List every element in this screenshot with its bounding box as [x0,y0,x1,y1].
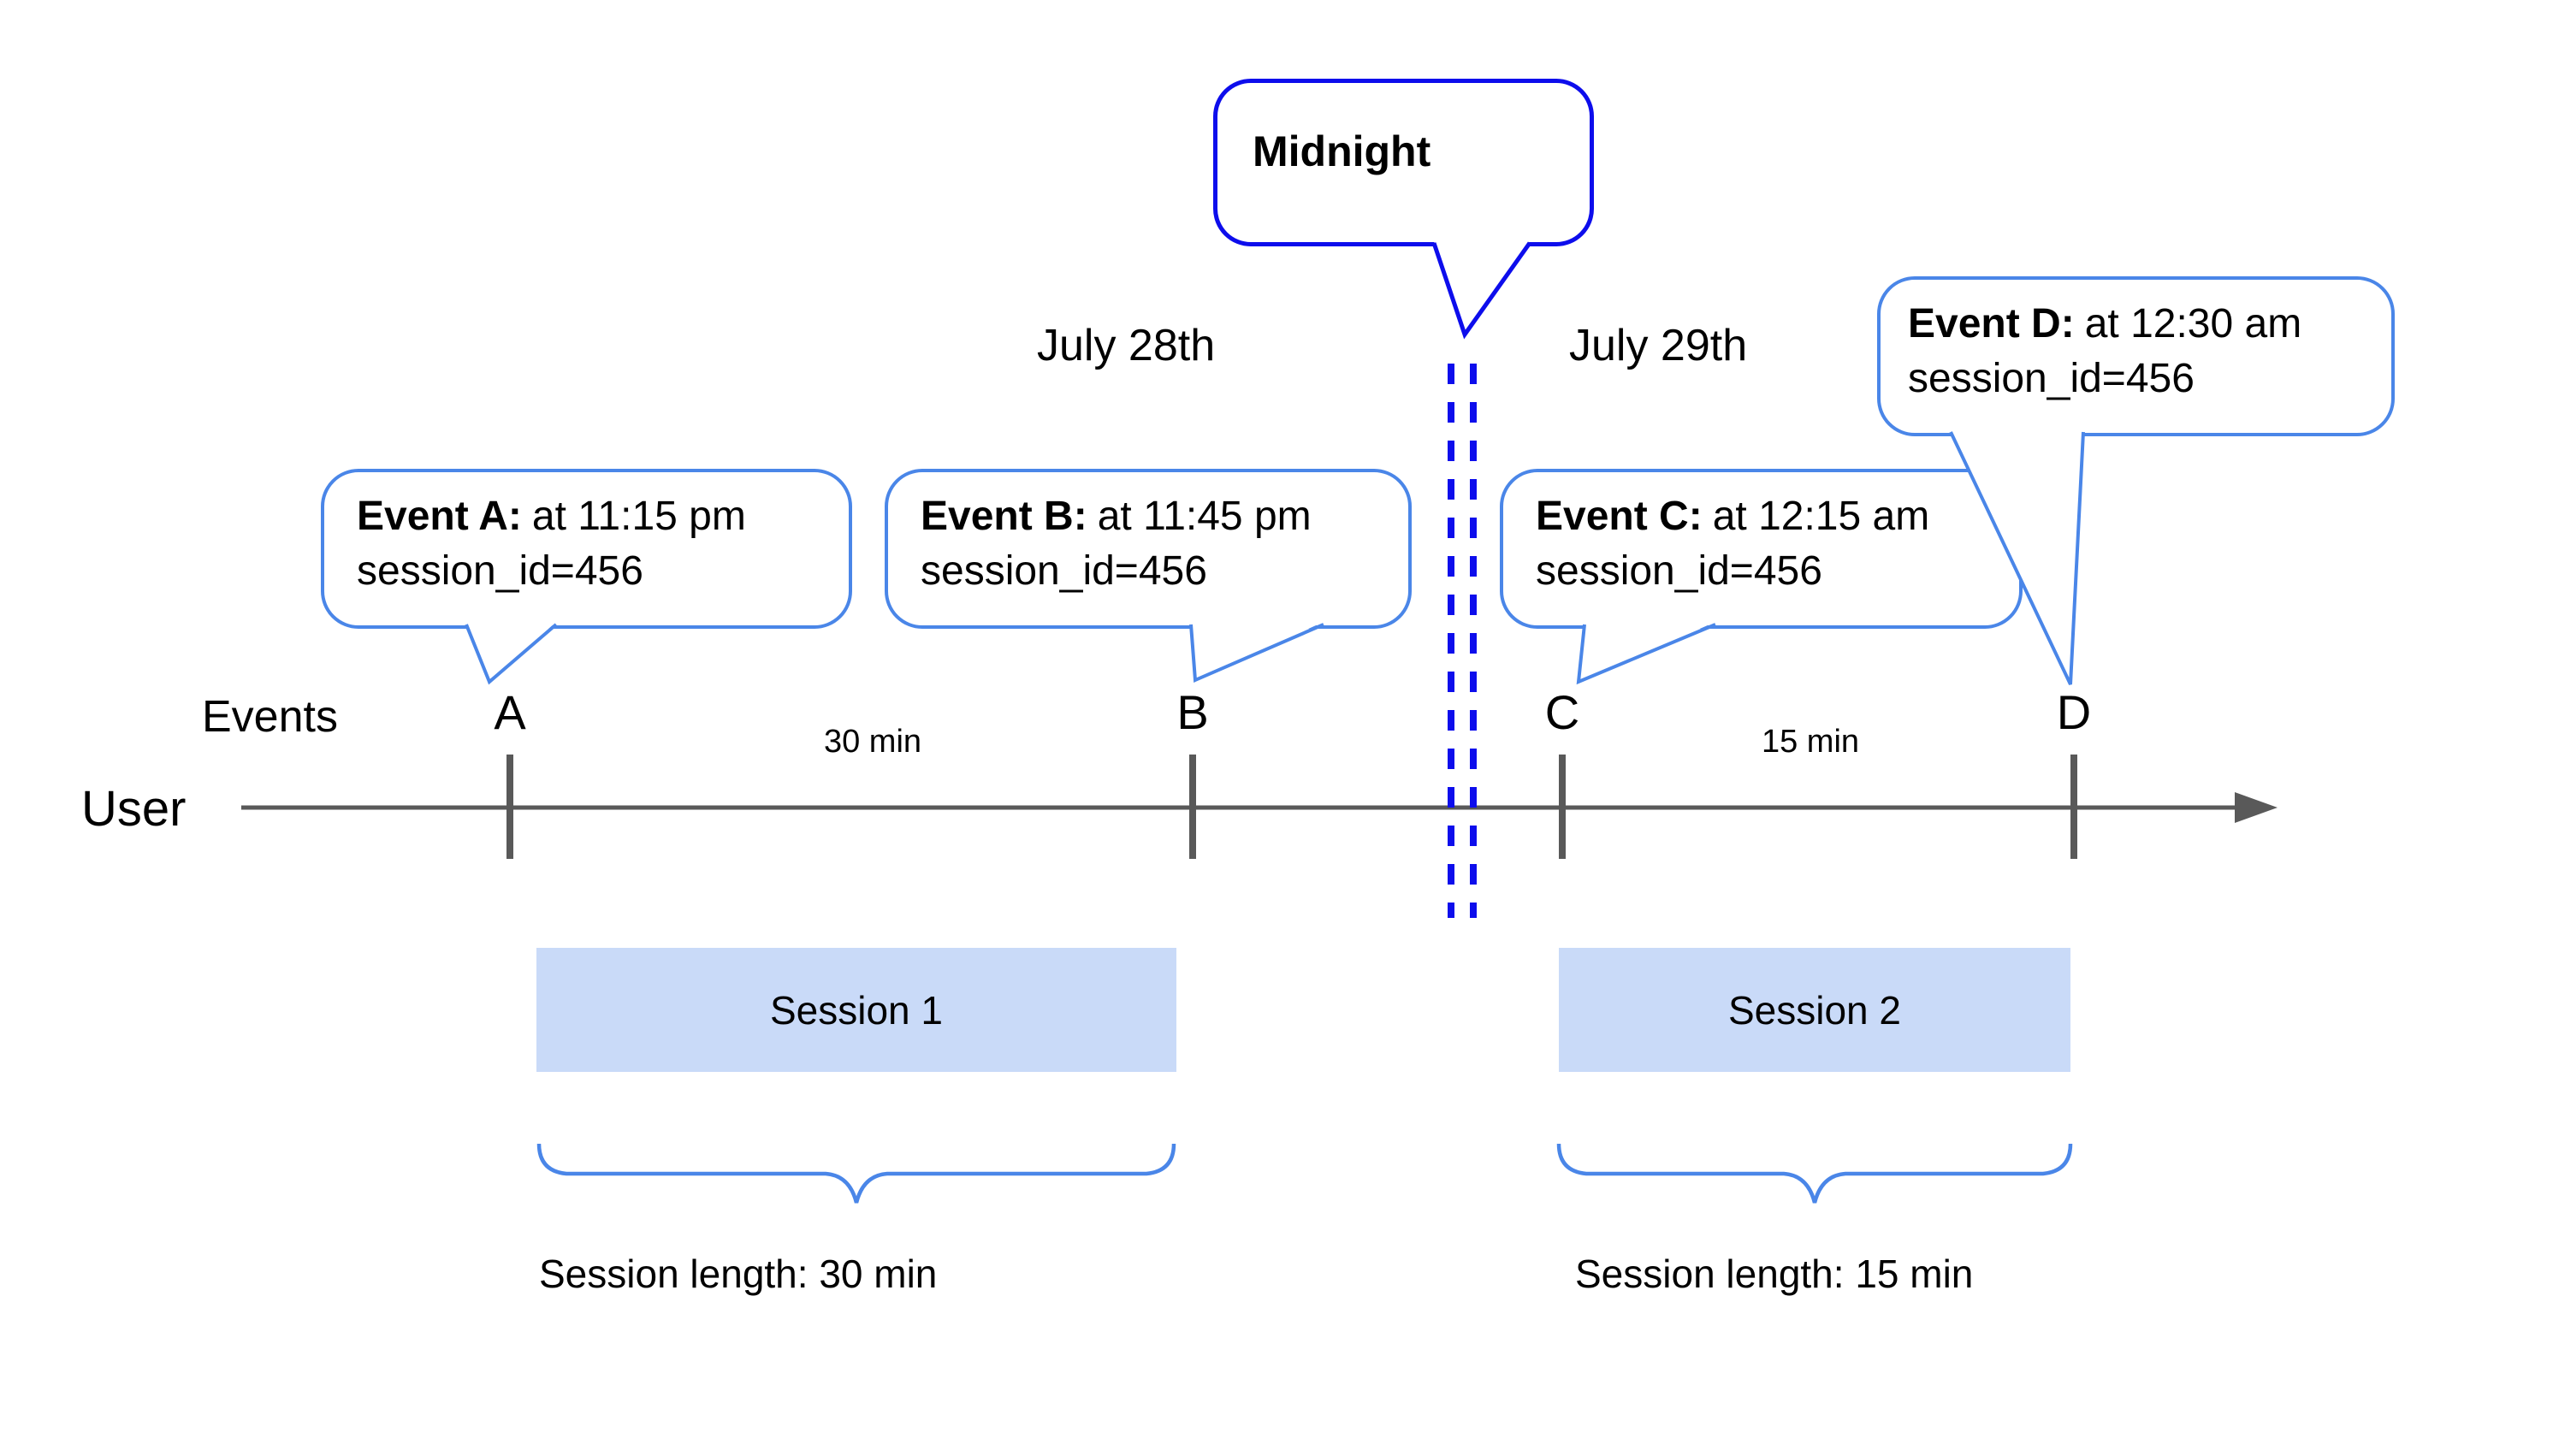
event-b-callout-text: Event B:at 11:45 pm session_id=456 [921,489,1312,599]
event-b-tail-fill [1191,622,1324,680]
event-c-callout-text: Event C:at 12:15 am session_id=456 [1536,489,1929,599]
event-d-label: Event D: [1908,301,2075,346]
timeline-arrowhead-icon [2235,792,2278,823]
event-d-callout-text: Event D:at 12:30 am session_id=456 [1908,297,2301,406]
event-c-session-id: session_id=456 [1536,548,1822,594]
event-d-tail-fill [1951,429,2083,684]
event-a-letter: A [494,685,526,739]
event-c-bubble-tail [1576,623,1716,685]
event-d-session-id: session_id=456 [1908,356,2195,401]
event-a-label: Event A: [357,494,522,539]
event-d-bubble [1877,276,2395,436]
session2-length-label: Session length: 15 min [1575,1252,1974,1296]
session2-brace [1556,1143,2073,1204]
event-b-label: Event B: [921,494,1087,539]
event-c-bubble [1500,469,2023,629]
session1-name: Session 1 [769,987,943,1033]
midnight-bubble [1213,79,1594,246]
event-d-letter: D [2056,685,2092,739]
event-b-letter: B [1176,685,1209,739]
events-axis-label: Events [202,692,338,742]
midnight-bubble-tail [1431,241,1532,340]
event-d-time: at 12:30 am [2084,301,2302,346]
event-b-bubble-tail [1189,623,1324,683]
session1-brace [536,1143,1176,1204]
session2-box: Session 2 [1559,948,2070,1072]
gap-15min-label: 15 min [1761,724,1860,760]
event-a-time: at 11:15 pm [531,494,746,539]
event-c-label: Event C: [1536,494,1703,539]
event-b-time: at 11:45 pm [1097,494,1312,539]
event-a-bubble-tail [465,623,558,685]
event-b-session-id: session_id=456 [921,548,1207,594]
event-a-bubble [321,469,852,629]
event-a-tail-fill [466,622,556,682]
event-d-bubble-tail [1949,431,2085,685]
date-july-28: July 28th [1037,321,1216,370]
event-c-time: at 12:15 am [1712,494,1930,539]
date-july-29: July 29th [1569,321,1748,370]
session1-length-label: Session length: 30 min [539,1252,938,1296]
event-c-letter: C [1544,685,1580,739]
event-b-bubble [885,469,1412,629]
midnight-label: Midnight [1253,127,1431,175]
event-a-session-id: session_id=456 [357,548,643,594]
session1-box: Session 1 [536,948,1176,1072]
event-a-callout-text: Event A:at 11:15 pm session_id=456 [357,489,746,599]
user-axis-label: User [81,781,187,837]
session2-name: Session 2 [1727,987,1901,1033]
gap-30min-label: 30 min [823,724,922,760]
